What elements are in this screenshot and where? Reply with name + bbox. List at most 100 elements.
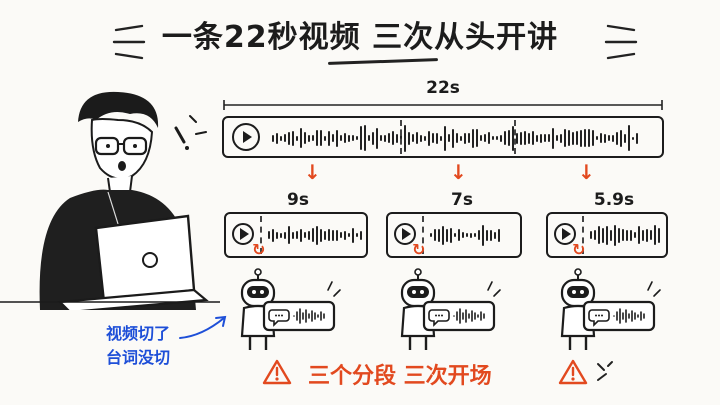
- waveform-bar: [442, 225, 444, 245]
- waveform-bar: [520, 131, 522, 145]
- waveform-bar: [478, 230, 480, 240]
- waveform-bar: [428, 130, 430, 146]
- waveform-bar: [316, 225, 318, 245]
- waveform-bar: [456, 133, 458, 143]
- waveform-bar: [490, 229, 492, 241]
- waveform-bar: [348, 233, 350, 237]
- side-note-line-1: 视频切了: [105, 324, 170, 343]
- segment-2-clip: [386, 212, 522, 258]
- waveform-bar: [372, 131, 374, 145]
- waveform-bar: [610, 229, 612, 241]
- waveform-bar: [552, 127, 554, 149]
- waveform-bar: [658, 227, 660, 243]
- waveform-bar: [488, 132, 490, 144]
- play-icon[interactable]: [232, 123, 260, 151]
- note-arrow: [176, 312, 232, 346]
- waveform-bar: [498, 228, 500, 242]
- waveform-bar: [288, 131, 290, 145]
- waveform-bar: [332, 134, 334, 142]
- waveform-bar: [452, 128, 454, 148]
- waveform-bar: [446, 228, 448, 242]
- waveform-bar: [284, 231, 286, 239]
- waveform-bar: [344, 133, 346, 143]
- cut-marker: [260, 216, 262, 254]
- play-icon[interactable]: [554, 223, 576, 245]
- waveform-bar: [340, 232, 342, 238]
- waveform-bar: [424, 135, 426, 141]
- waveform-bar: [300, 128, 302, 148]
- waveform-bar: [516, 132, 518, 144]
- waveform-bar: [292, 130, 294, 146]
- waveform-bar: [454, 233, 456, 237]
- waveform-bar: [472, 128, 474, 148]
- total-measure: [222, 96, 664, 110]
- waveform-bar: [536, 134, 538, 142]
- waveform-bar: [434, 229, 436, 241]
- waveform-bar: [568, 130, 570, 146]
- waveform-bar: [432, 133, 434, 143]
- waveform-bar: [560, 133, 562, 143]
- waveform-bar: [626, 229, 628, 241]
- waveform-bar: [438, 228, 440, 242]
- waveform-bar: [360, 230, 362, 240]
- waveform-bar: [634, 232, 636, 238]
- waveform-bar: [328, 229, 330, 241]
- waveform-bar: [600, 133, 602, 143]
- waveform-bar: [450, 227, 452, 243]
- waveform-bar: [292, 231, 294, 239]
- waveform-bar: [588, 129, 590, 147]
- waveform: [430, 222, 500, 248]
- waveform-bar: [324, 135, 326, 141]
- waveform-bar: [590, 231, 592, 239]
- waveform-bar: [336, 229, 338, 241]
- segment-2-duration: 7s: [451, 190, 473, 210]
- play-icon[interactable]: [232, 223, 254, 245]
- person-illustration: [0, 80, 220, 314]
- waveform-bar: [624, 133, 626, 143]
- arrow-down-1: ↓: [304, 160, 321, 184]
- waveform-bar: [352, 135, 354, 141]
- waveform-bar: [602, 227, 604, 243]
- waveform-bar: [564, 129, 566, 147]
- waveform-bar: [468, 133, 470, 143]
- cut-marker-2: [514, 120, 516, 154]
- segment-1-duration: 9s: [287, 190, 309, 210]
- warning-icon: [262, 358, 292, 390]
- waveform-bar: [544, 134, 546, 142]
- waveform-bar: [304, 132, 306, 144]
- waveform-bar: [616, 131, 618, 145]
- waveform: [272, 124, 638, 152]
- waveform-bar: [548, 134, 550, 142]
- waveform-bar: [572, 131, 574, 145]
- waveform-bar: [430, 233, 432, 237]
- waveform-bar: [594, 230, 596, 240]
- waveform-bar: [632, 136, 634, 140]
- cut-marker-1: [400, 120, 402, 154]
- robot-2: [392, 268, 502, 362]
- waveform-bar: [352, 227, 354, 243]
- play-icon[interactable]: [394, 223, 416, 245]
- waveform-bar: [460, 135, 462, 141]
- waveform-bar: [580, 129, 582, 147]
- robot-1: [232, 268, 342, 362]
- waveform-bar: [360, 126, 362, 150]
- waveform-bar: [584, 129, 586, 147]
- waveform-bar: [592, 130, 594, 146]
- waveform-bar: [296, 135, 298, 141]
- title-underline: [327, 58, 439, 65]
- waveform-bar: [388, 133, 390, 143]
- waveform-bar: [284, 134, 286, 142]
- full-audio-track: [222, 116, 664, 158]
- waveform-bar: [436, 132, 438, 144]
- waveform-bar: [300, 228, 302, 242]
- waveform-bar: [272, 134, 274, 142]
- segment-1-clip: [224, 212, 368, 258]
- waveform-bar: [556, 135, 558, 141]
- waveform-bar: [332, 229, 334, 241]
- page-title: 一条22秒视频 三次从头开讲: [161, 20, 559, 55]
- waveform-bar: [412, 134, 414, 142]
- waveform-bar: [476, 129, 478, 147]
- waveform-bar: [492, 136, 494, 140]
- waveform-bar: [420, 134, 422, 142]
- waveform-bar: [464, 132, 466, 144]
